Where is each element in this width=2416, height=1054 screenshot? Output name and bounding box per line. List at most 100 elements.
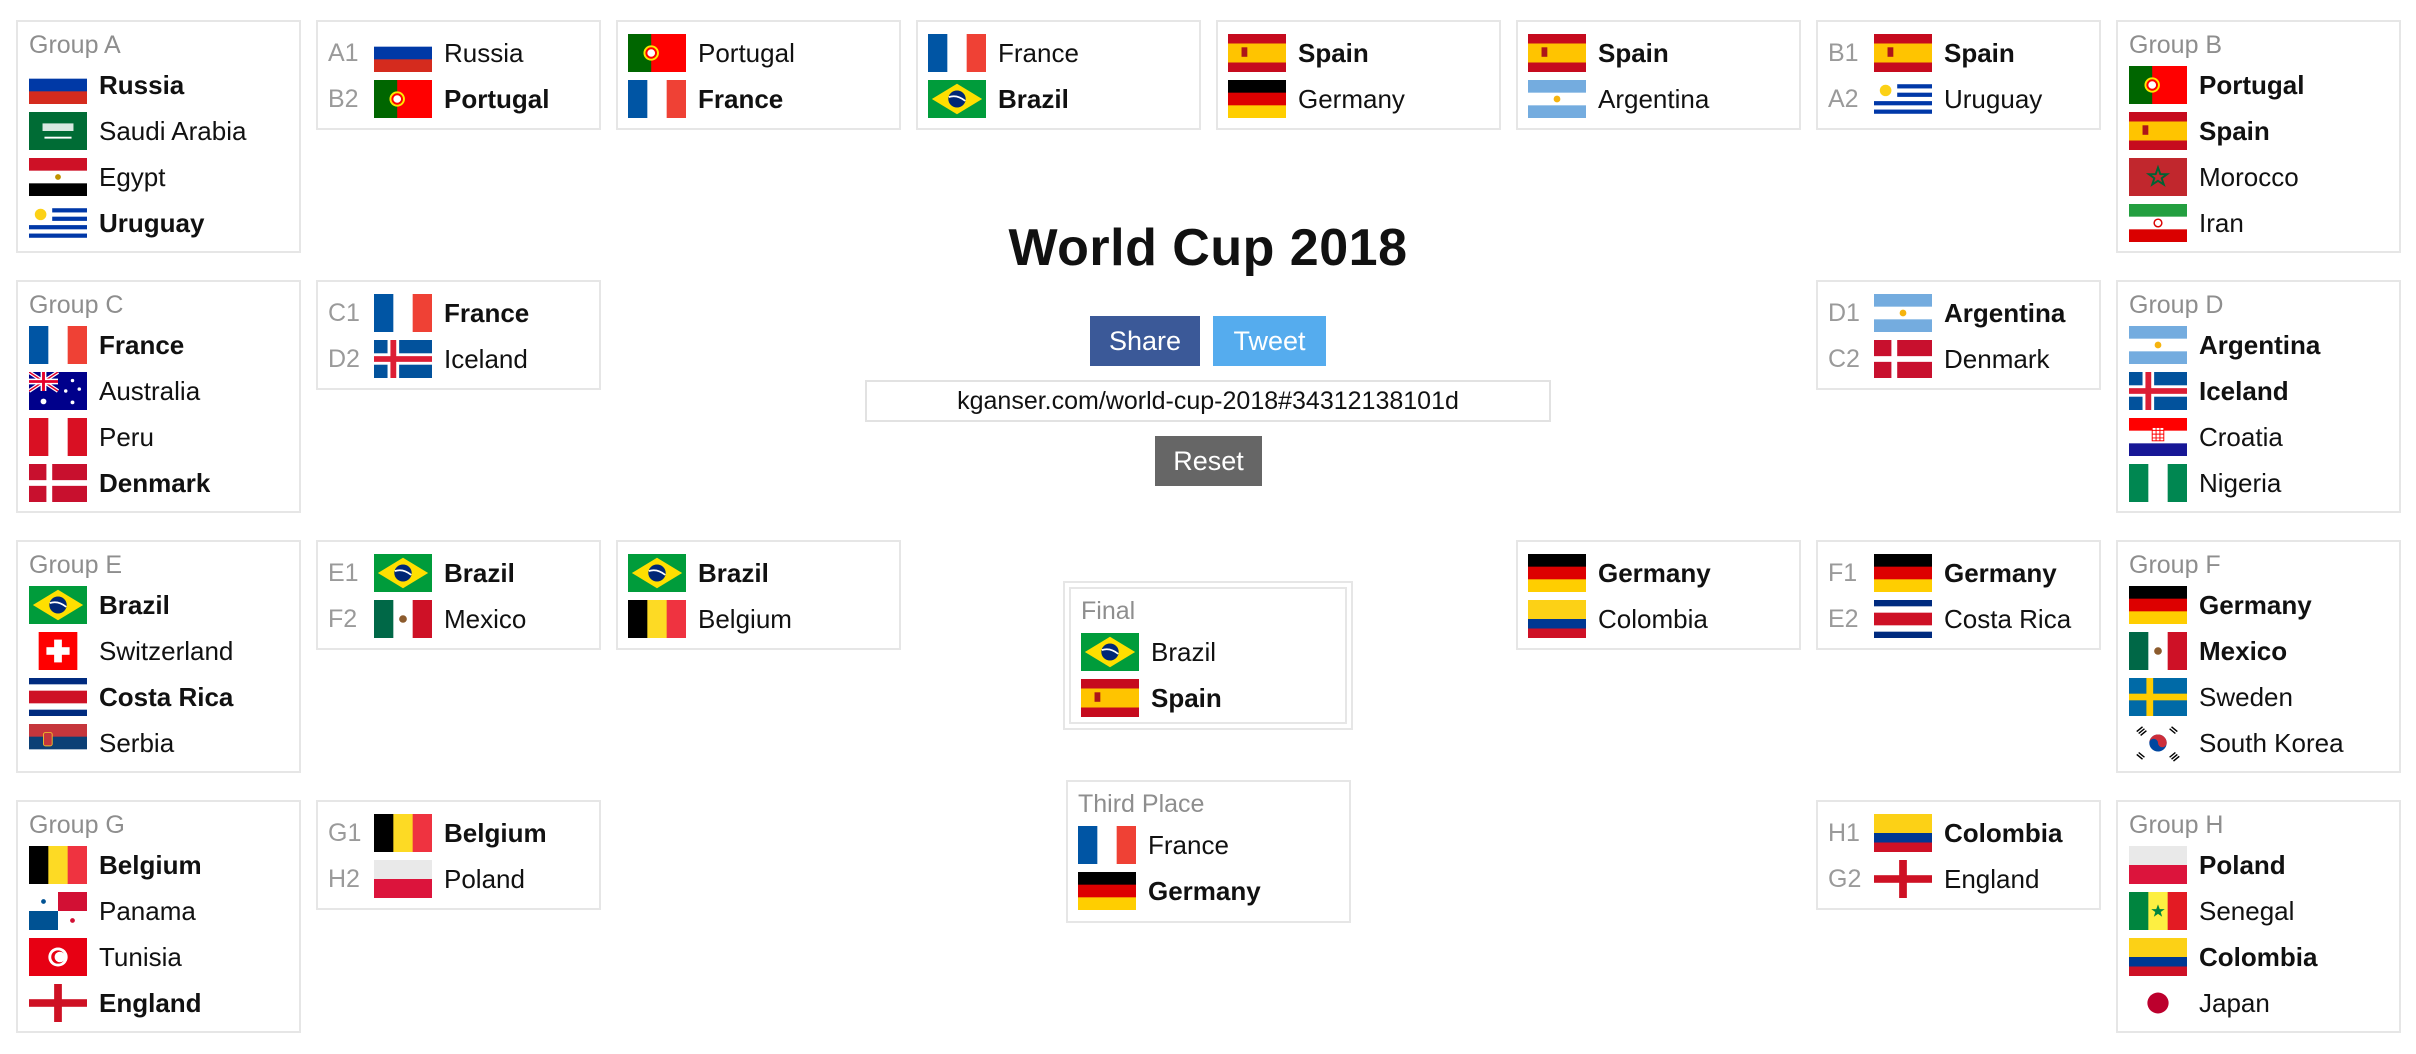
team-name: Portugal — [444, 83, 550, 114]
group-team-row-france[interactable]: France — [29, 322, 299, 368]
group-team-row-croatia[interactable]: Croatia — [2129, 414, 2399, 460]
spain-flag-icon — [2129, 112, 2187, 150]
match-team-row-brazil[interactable]: Brazil — [628, 550, 899, 596]
group-team-row-uruguay[interactable]: Uruguay — [29, 200, 299, 246]
group-team-row-russia[interactable]: Russia — [29, 62, 299, 108]
spain-flag-icon — [1081, 679, 1139, 717]
group-team-row-egypt[interactable]: Egypt — [29, 154, 299, 200]
team-name: Switzerland — [99, 635, 234, 666]
group-team-row-sweden[interactable]: Sweden — [2129, 674, 2399, 720]
seed-label: B2 — [328, 84, 359, 113]
group-team-row-spain[interactable]: Spain — [2129, 108, 2399, 154]
group-team-row-england[interactable]: England — [29, 980, 299, 1026]
match-team-row-brazil[interactable]: Brazil — [1081, 629, 1345, 675]
russia-flag-icon — [374, 34, 432, 72]
group-team-row-poland[interactable]: Poland — [2129, 842, 2399, 888]
team-name: Argentina — [1944, 297, 2066, 328]
team-name: Brazil — [1151, 636, 1217, 667]
reset-button[interactable]: Reset — [1155, 436, 1262, 486]
match-team-row-portugal[interactable]: B2 Portugal — [328, 76, 599, 122]
tunisia-flag-icon — [29, 938, 87, 976]
group-team-row-japan[interactable]: Japan — [2129, 980, 2399, 1026]
group-team-row-nigeria[interactable]: Nigeria — [2129, 460, 2399, 506]
portugal-flag-icon — [2129, 66, 2187, 104]
france-flag-icon — [928, 34, 986, 72]
nigeria-flag-icon — [2129, 464, 2187, 502]
group-team-row-peru[interactable]: Peru — [29, 414, 299, 460]
group-team-row-iran[interactable]: Iran — [2129, 200, 2399, 246]
share-url-field[interactable]: kganser.com/world-cup-2018#34312138101d — [865, 380, 1551, 422]
match-team-row-france[interactable]: France — [1078, 822, 1349, 868]
group-heading: Group A — [29, 31, 121, 59]
match-team-row-germany[interactable]: Germany — [1078, 868, 1349, 914]
group-team-row-germany[interactable]: Germany — [2129, 582, 2399, 628]
match-team-row-colombia[interactable]: Colombia — [1528, 596, 1799, 642]
group-team-row-senegal[interactable]: Senegal — [2129, 888, 2399, 934]
group-team-row-costa-rica[interactable]: Costa Rica — [29, 674, 299, 720]
group-team-row-switzerland[interactable]: Switzerland — [29, 628, 299, 674]
egypt-flag-icon — [29, 158, 87, 196]
group-team-row-saudi-arabia[interactable]: Saudi Arabia — [29, 108, 299, 154]
match-team-row-belgium[interactable]: Belgium — [628, 596, 899, 642]
switzerland-flag-icon — [29, 632, 87, 670]
team-name: France — [698, 83, 784, 114]
group-team-row-brazil[interactable]: Brazil — [29, 582, 299, 628]
group-team-row-belgium[interactable]: Belgium — [29, 842, 299, 888]
group-team-row-panama[interactable]: Panama — [29, 888, 299, 934]
group-team-row-argentina[interactable]: Argentina — [2129, 322, 2399, 368]
match-team-row-brazil[interactable]: Brazil — [928, 76, 1199, 122]
group-team-row-colombia[interactable]: Colombia — [2129, 934, 2399, 980]
team-name: Panama — [99, 895, 196, 926]
group-team-row-portugal[interactable]: Portugal — [2129, 62, 2399, 108]
argentina-flag-icon — [1528, 80, 1586, 118]
team-name: Costa Rica — [1944, 603, 2072, 634]
match-team-row-france[interactable]: France — [928, 30, 1199, 76]
tweet-button[interactable]: Tweet — [1213, 316, 1326, 366]
group-team-row-iceland[interactable]: Iceland — [2129, 368, 2399, 414]
france-flag-icon — [29, 326, 87, 364]
group-team-row-serbia[interactable]: Serbia — [29, 720, 299, 766]
team-name: Iceland — [2199, 375, 2289, 406]
group-team-row-mexico[interactable]: Mexico — [2129, 628, 2399, 674]
group-team-row-morocco[interactable]: Morocco — [2129, 154, 2399, 200]
group-team-row-south-korea[interactable]: South Korea — [2129, 720, 2399, 766]
match-team-row-argentina[interactable]: Argentina — [1528, 76, 1799, 122]
third-place-heading: Third Place — [1078, 790, 1205, 818]
team-name: Spain — [1151, 682, 1222, 713]
south-korea-flag-icon — [2129, 724, 2187, 762]
group-team-row-australia[interactable]: Australia — [29, 368, 299, 414]
match-team-row-germany[interactable]: Germany — [1228, 76, 1499, 122]
match-team-row-france[interactable]: France — [628, 76, 899, 122]
match-team-row-spain[interactable]: Spain — [1228, 30, 1499, 76]
team-name: Croatia — [2199, 421, 2283, 452]
serbia-flag-icon — [29, 724, 87, 762]
team-name: Argentina — [2199, 329, 2321, 360]
denmark-flag-icon — [1874, 340, 1932, 378]
share-button[interactable]: Share — [1090, 316, 1200, 366]
uruguay-flag-icon — [1874, 80, 1932, 118]
match-team-row-portugal[interactable]: Portugal — [628, 30, 899, 76]
group-team-row-tunisia[interactable]: Tunisia — [29, 934, 299, 980]
match-team-row-spain[interactable]: Spain — [1528, 30, 1799, 76]
group-team-row-denmark[interactable]: Denmark — [29, 460, 299, 506]
match-team-row-germany[interactable]: Germany — [1528, 550, 1799, 596]
match-team-row-spain[interactable]: Spain — [1081, 675, 1345, 721]
